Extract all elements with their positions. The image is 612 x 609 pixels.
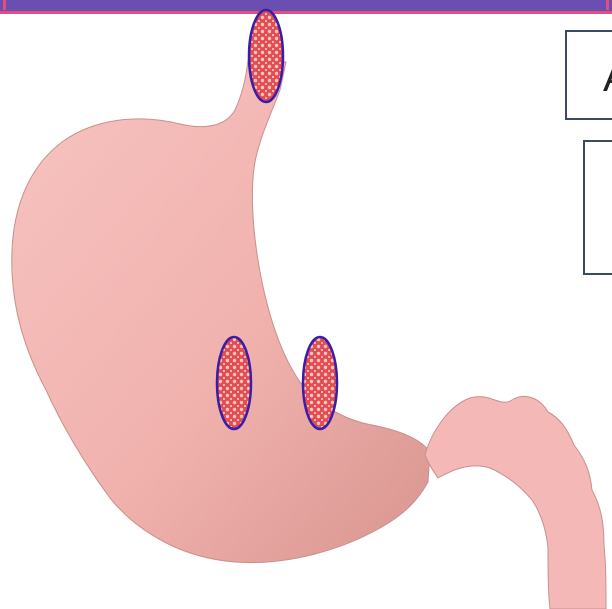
label-box-text: A	[603, 58, 612, 98]
label-box-secondary	[583, 140, 612, 275]
lesion-lesser-curvature-right	[303, 337, 337, 429]
lesion-esophagus	[249, 10, 283, 102]
duodenum	[425, 396, 606, 609]
stomach-body	[12, 60, 430, 563]
label-box: A	[565, 30, 612, 120]
lesion-lesser-curvature-left	[217, 337, 251, 429]
